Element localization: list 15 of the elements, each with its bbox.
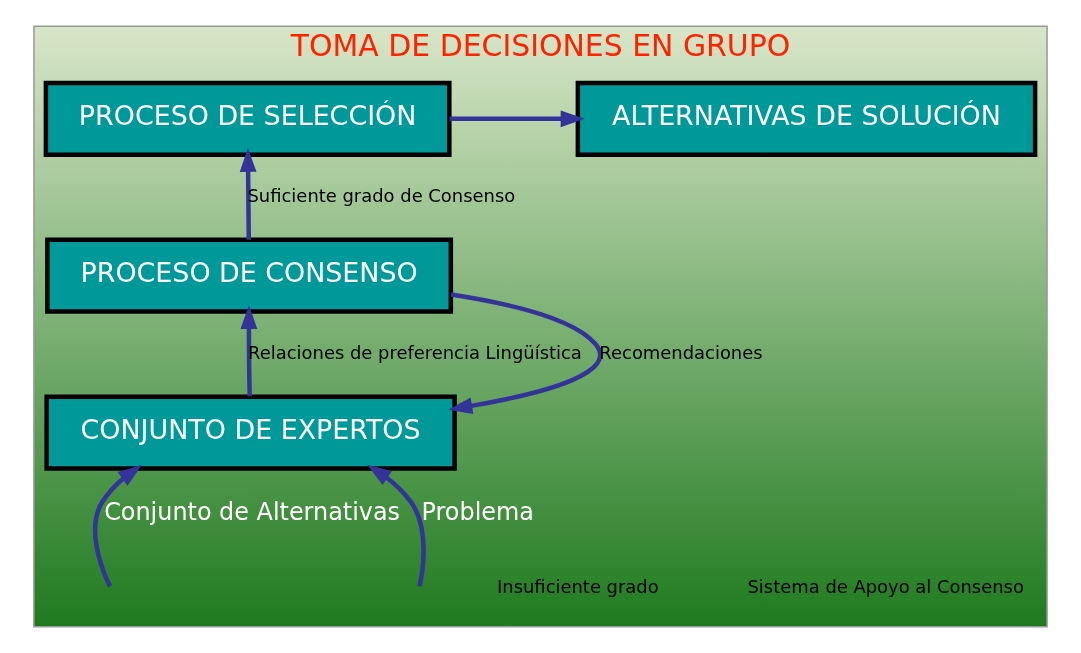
arrow bbox=[240, 305, 258, 397]
arrow bbox=[448, 292, 603, 415]
label: Insuficiente grado bbox=[497, 575, 659, 597]
label: Sistema de Apoyo al Consenso bbox=[747, 575, 1024, 597]
edge-label: Conjunto de Alternativas bbox=[104, 498, 401, 527]
arrow bbox=[449, 110, 585, 128]
arrow bbox=[367, 464, 426, 587]
node-box: PROCESO DE SELECCIÓN bbox=[43, 80, 452, 157]
arrow bbox=[239, 147, 257, 240]
node-box: ALTERNATIVAS DE SOLUCIÓN bbox=[575, 80, 1038, 157]
edge-label: Problema bbox=[421, 498, 534, 527]
node-box: CONJUNTO DE EXPERTOS bbox=[44, 394, 457, 471]
edge-label: Recomendaciones bbox=[599, 341, 763, 363]
node-box: PROCESO DE CONSENSO bbox=[45, 237, 454, 314]
arrow bbox=[92, 464, 142, 588]
